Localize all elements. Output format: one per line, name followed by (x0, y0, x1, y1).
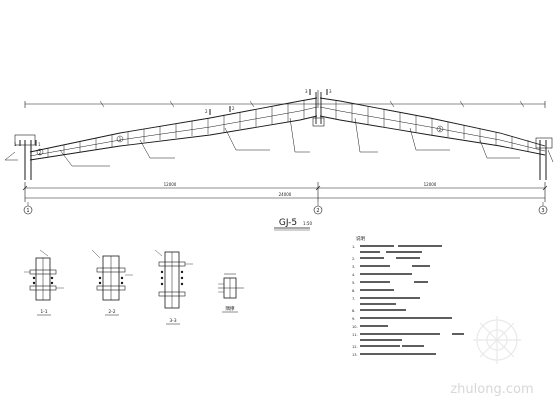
note-row: 2. (352, 257, 420, 261)
svg-text:1: 1 (26, 208, 29, 214)
left-column (14, 134, 36, 180)
detail-1-1: 1-1 (24, 249, 64, 316)
svg-text:7.: 7. (352, 297, 355, 301)
frame-scale-text: 1:50 (303, 221, 312, 226)
svg-text:3: 3 (305, 89, 308, 94)
span-label-2: 12000 (424, 182, 437, 187)
frame-title-text: GJ-5 (279, 218, 297, 228)
grid-axis-3: 3 (538, 202, 548, 215)
svg-text:5.: 5. (352, 281, 355, 285)
rafter-mark-1: 2 (36, 148, 44, 156)
note-row: 1. (352, 245, 442, 249)
note-row: 7. (352, 297, 420, 301)
total-span-label: 24000 (279, 192, 292, 197)
watermark-text: zhulong.com (450, 382, 533, 397)
bottom-dimension: 12000 12000 24000 (22, 182, 548, 202)
note-row: 13. (352, 353, 436, 357)
section-cuts: 1 1 2 2 3 3 (14, 89, 332, 147)
span-label-1: 12000 (164, 182, 177, 187)
note-row: 9. (352, 317, 452, 321)
note-row: 3. (352, 265, 430, 269)
note-row: 12. (352, 345, 424, 349)
top-dimension-ticks (99, 100, 525, 108)
rafter-mark-2: 1 (116, 135, 124, 143)
svg-text:4.: 4. (352, 273, 355, 277)
svg-text:2: 2 (439, 127, 442, 132)
detail-knee-brace: 隅撑 (218, 273, 244, 313)
note-row (360, 303, 396, 305)
note-row: 11. (352, 333, 464, 337)
svg-text:6.: 6. (352, 289, 355, 293)
leader-lines (4, 117, 554, 167)
detail-title: 2-2 (108, 309, 115, 315)
svg-text:2: 2 (205, 109, 208, 114)
svg-text:1: 1 (14, 142, 17, 147)
svg-text:12.: 12. (352, 345, 358, 349)
detail-title: 3-3 (169, 318, 176, 324)
svg-text:1: 1 (119, 137, 122, 142)
svg-text:3.: 3. (352, 265, 355, 269)
svg-text:10.: 10. (352, 325, 358, 329)
grid-axis-1: 1 (23, 202, 33, 215)
svg-text:1: 1 (38, 142, 41, 147)
svg-text:2: 2 (232, 106, 235, 111)
frame-elevation: 2 1 2 1 1 2 2 3 3 (4, 89, 554, 231)
svg-text:3: 3 (329, 89, 332, 94)
detail-title: 隅撑 (226, 305, 235, 312)
svg-text:9.: 9. (352, 317, 355, 321)
purlin-ticks-right (335, 100, 529, 151)
left-rafter (29, 97, 318, 161)
detail-3-3: 3-3 (154, 249, 193, 325)
grid-axis-2: 2 (313, 202, 323, 215)
note-row: 6. (352, 289, 394, 293)
note-row (360, 251, 422, 253)
note-row (360, 339, 402, 341)
svg-text:11.: 11. (352, 333, 358, 337)
svg-text:13.: 13. (352, 353, 358, 357)
watermark-logo (473, 316, 521, 364)
svg-text:2: 2 (316, 208, 319, 214)
right-rafter (319, 97, 546, 156)
right-column (535, 137, 553, 180)
notes-block: 说明 1. 2. 3. 4. 5. 6. (352, 235, 464, 357)
detail-2-2: 2-2 (91, 249, 133, 316)
note-row: 8. (352, 309, 406, 313)
detail-title: 1-1 (40, 309, 47, 315)
svg-text:2.: 2. (352, 257, 355, 261)
notes-heading: 说明 (356, 235, 365, 242)
note-row: 10. (352, 325, 388, 329)
frame-title: GJ-5 1:50 (274, 218, 312, 231)
purlin-ticks-left (47, 100, 305, 157)
svg-text:8.: 8. (352, 309, 355, 313)
svg-text:2: 2 (39, 150, 42, 155)
svg-text:1.: 1. (352, 245, 355, 249)
rafter-mark-3: 2 (436, 125, 444, 133)
center-ridge-joint (312, 92, 325, 127)
svg-text:3: 3 (541, 208, 544, 214)
note-row: 4. (352, 273, 412, 277)
note-row: 5. (352, 281, 428, 285)
